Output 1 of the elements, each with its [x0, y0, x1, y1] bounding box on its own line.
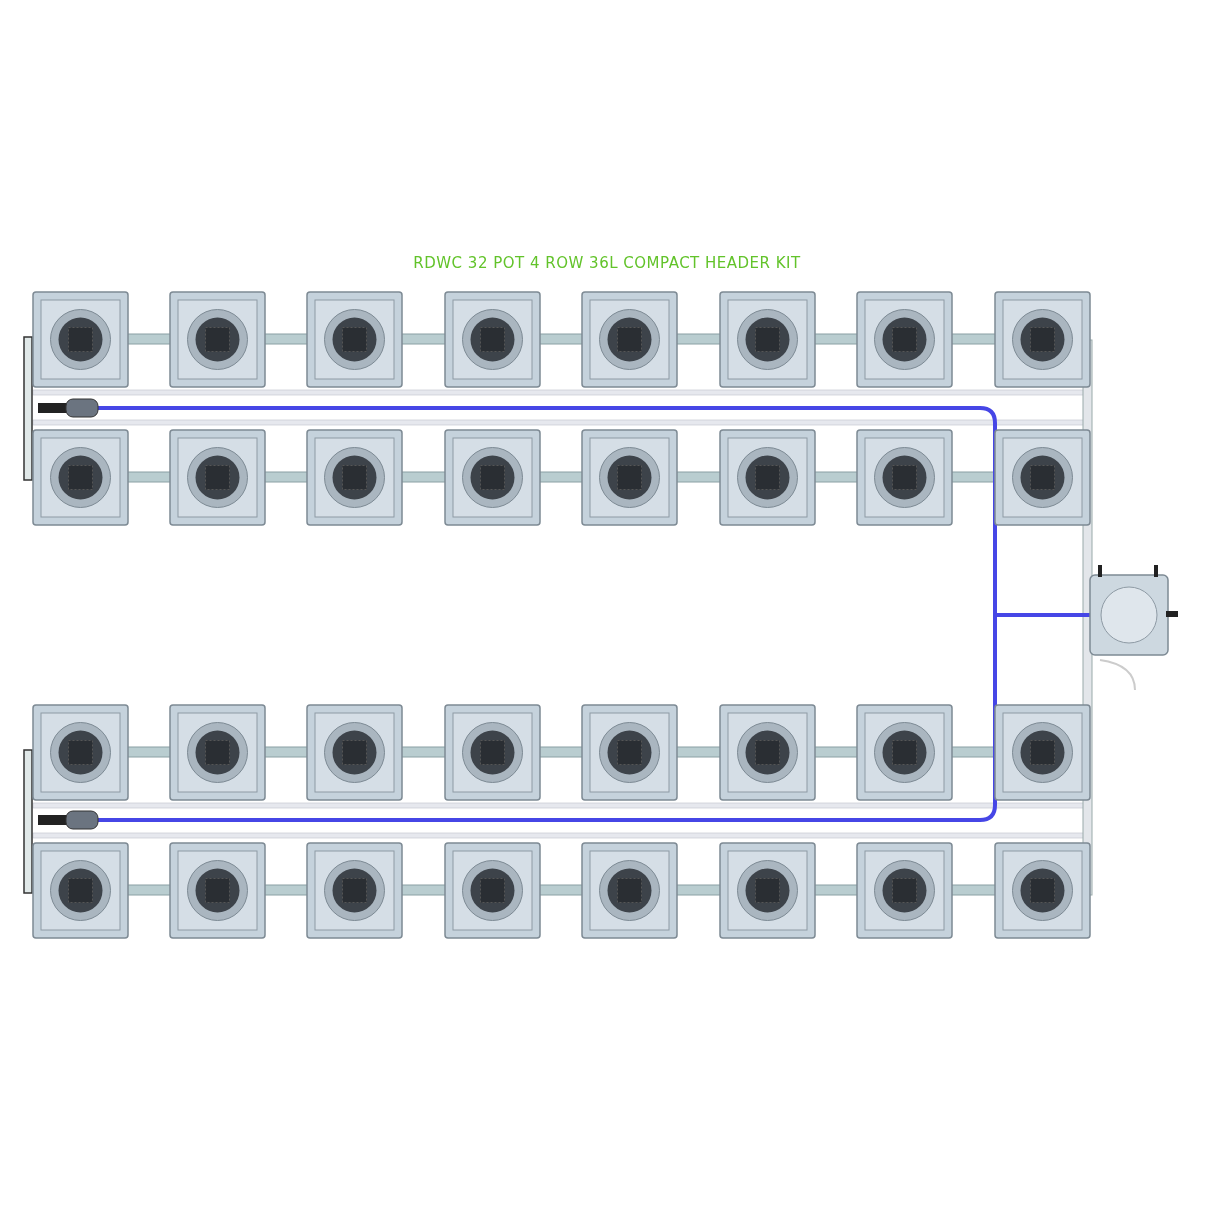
title: RDWC 32 POT 4 ROW 36L COMPACT HEADER KIT — [413, 254, 801, 272]
